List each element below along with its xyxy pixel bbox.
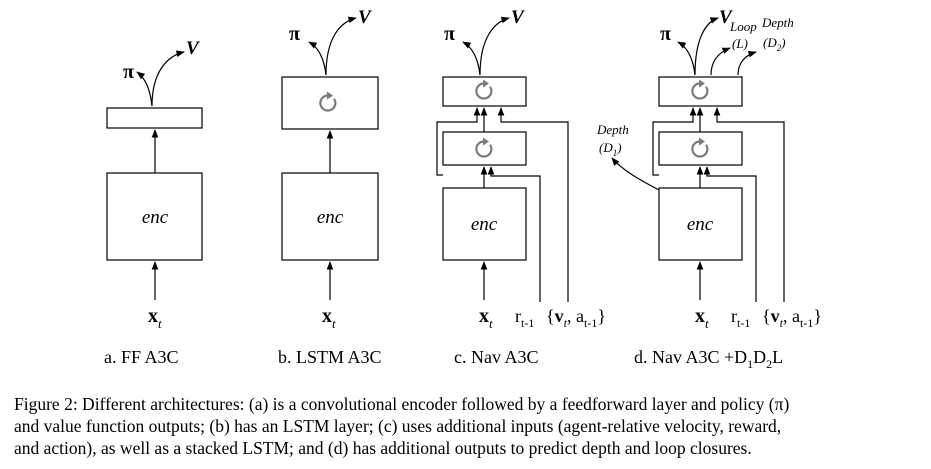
encoder-label: enc bbox=[471, 214, 498, 235]
input-velocity-action: {vt, at-1} bbox=[762, 306, 822, 330]
value-label: V bbox=[511, 7, 525, 28]
panel-a: enc π V xt a. FF A3C bbox=[104, 38, 203, 367]
policy-arrow bbox=[136, 71, 153, 107]
value-label: V bbox=[358, 7, 372, 28]
architecture-diagram: enc π V xt a. FF A3C enc π V xt b. LSTM … bbox=[104, 7, 822, 371]
caption-line: and action), as well as a stacked LSTM; … bbox=[14, 438, 752, 458]
panel-label: d. Nav A3C +D1D2L bbox=[634, 347, 783, 371]
depth1-paren: (D1) bbox=[599, 140, 622, 158]
loop-arrow bbox=[710, 47, 731, 76]
policy-label: π bbox=[444, 23, 455, 45]
panel-b: enc π V xt b. LSTM A3C bbox=[278, 7, 382, 367]
input-velocity-action: {vt, at-1} bbox=[546, 306, 606, 330]
encoder-box bbox=[442, 187, 527, 261]
policy-arrow bbox=[308, 41, 327, 76]
value-label: V bbox=[186, 38, 200, 59]
depth1-arrow bbox=[611, 157, 660, 191]
depth2-paren: (D2) bbox=[763, 35, 786, 53]
va-to-lstm2 bbox=[713, 107, 785, 302]
encoder-label: enc bbox=[142, 207, 169, 228]
policy-label: π bbox=[123, 61, 134, 83]
input-reward: rt-1 bbox=[731, 306, 750, 330]
loop-paren: (L) bbox=[732, 36, 748, 51]
encoder-box bbox=[658, 187, 743, 261]
panel-d: enc π V Loop (L) Depth (D2) Depth (D1) x… bbox=[596, 7, 822, 371]
panel-label: b. LSTM A3C bbox=[278, 347, 382, 367]
va-to-lstm2 bbox=[497, 107, 569, 302]
depth2-label: Depth bbox=[761, 15, 794, 30]
skip-enc-to-lstm2 bbox=[436, 107, 481, 176]
policy-arrow bbox=[677, 41, 696, 76]
encoder-label: enc bbox=[687, 214, 714, 235]
panel-c: enc π V xt rt-1 {vt, at-1} c. Nav A3C bbox=[436, 7, 606, 367]
skip-enc-to-lstm2 bbox=[652, 107, 697, 176]
input-x: xt bbox=[695, 305, 709, 331]
encoder-label: enc bbox=[317, 207, 344, 228]
encoder-box bbox=[106, 172, 203, 261]
input-x: xt bbox=[479, 305, 493, 331]
value-arrow bbox=[694, 17, 719, 76]
caption-line: Figure 2: Different architectures: (a) i… bbox=[14, 394, 790, 414]
input-x: xt bbox=[322, 305, 336, 331]
policy-label: π bbox=[289, 23, 300, 45]
loop-label: Loop bbox=[729, 19, 757, 34]
ff-layer-box bbox=[106, 107, 203, 129]
input-reward: rt-1 bbox=[515, 306, 534, 330]
lstm-box bbox=[281, 76, 379, 130]
panel-label: c. Nav A3C bbox=[454, 347, 539, 367]
value-label: V bbox=[719, 7, 733, 28]
figure-caption: Figure 2: Different architectures: (a) i… bbox=[14, 393, 919, 459]
value-arrow bbox=[479, 16, 510, 76]
caption-line: and value function outputs; (b) has an L… bbox=[14, 416, 782, 436]
lstm1-box bbox=[442, 131, 527, 166]
depth1-label: Depth bbox=[596, 122, 629, 137]
panel-label: a. FF A3C bbox=[104, 347, 179, 367]
value-arrow bbox=[325, 16, 357, 76]
depth2-arrow bbox=[737, 50, 757, 76]
policy-label: π bbox=[660, 23, 671, 45]
value-arrow bbox=[151, 50, 185, 107]
reward-to-lstm1 bbox=[487, 166, 541, 302]
input-x: xt bbox=[148, 305, 162, 331]
policy-arrow bbox=[462, 41, 481, 76]
reward-to-lstm1 bbox=[703, 166, 757, 302]
lstm1-box bbox=[658, 131, 743, 166]
